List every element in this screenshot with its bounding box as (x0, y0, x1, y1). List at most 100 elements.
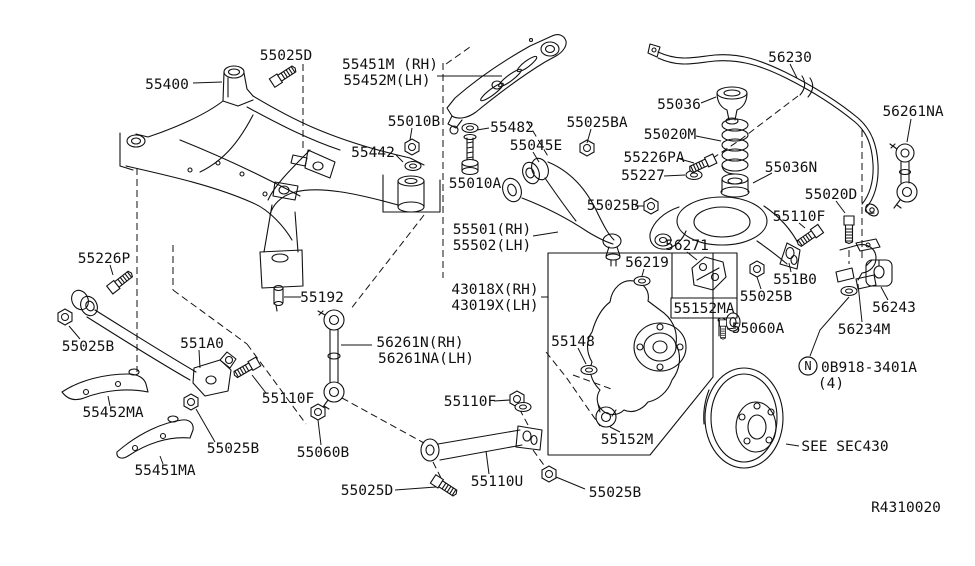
part-label-55482: 55482 (490, 120, 534, 136)
coil-spring-art (721, 118, 749, 175)
leader-line-55020d (835, 200, 846, 214)
leader-line-56271 (686, 251, 698, 261)
leader-line-55400 (192, 81, 223, 84)
part-label-551b0: 551B0 (773, 272, 817, 288)
part-label-55452m: 55452M(LH) (343, 73, 430, 89)
part-label-56243: 56243 (872, 300, 916, 316)
part-label-55060b: 55060B (297, 445, 350, 461)
leader-line-55227 (663, 174, 686, 177)
part-label-55226pa: 55226PA (623, 150, 684, 166)
leader-line-56219 (641, 268, 645, 277)
part-label-55025b-r: 55025B (740, 289, 793, 305)
stay-bracket-56271-art (691, 256, 727, 291)
part-label-55025b-bl: 55025B (207, 441, 260, 457)
part-label-55025ba: 55025BA (566, 115, 627, 131)
part-label-43019x: 43019X(LH) (451, 298, 538, 314)
leader-line-55060b (317, 419, 322, 446)
ball-stud-art (605, 246, 621, 267)
leader-line-55452ma (107, 395, 111, 407)
subframe-mount-bushing-art (397, 175, 425, 213)
bushing-56243-art (865, 259, 893, 287)
radius-rod-art (420, 425, 543, 462)
part-label-55025b-ua: 55025B (587, 198, 640, 214)
leader-line-55025b-r (756, 276, 762, 290)
leader-line-55036n (752, 172, 773, 184)
leader-line-551a0 (198, 349, 201, 369)
pin-55192-art (273, 284, 284, 312)
leader-line-56243 (880, 286, 889, 301)
washer-icon (404, 160, 422, 172)
bolt-icon (843, 215, 855, 245)
leader-line-55025b-l (68, 325, 81, 340)
leader-line-55148 (577, 347, 587, 365)
leader-line-551b0 (788, 262, 792, 273)
leader-line-55110f-l (251, 374, 267, 394)
circled-letter: N (804, 359, 811, 373)
leader-line-0b918 (809, 296, 850, 357)
part-label-55010a: 55010A (449, 176, 502, 192)
part-label-43018x: 43018X(RH) (451, 282, 538, 298)
bolt-55010a-art (461, 133, 479, 176)
leader-line-see-sec430 (785, 443, 800, 447)
washer-icon (840, 285, 858, 297)
leader-line-56230 (789, 63, 798, 79)
part-label-55110f-r: 55110F (773, 209, 825, 225)
part-label-55502: 55502(LH) (453, 238, 532, 254)
leader-line-55110u (485, 450, 490, 475)
part-label-55036n: 55036N (765, 160, 817, 176)
leader-line-55482 (476, 127, 490, 131)
part-label-55020d: 55020D (805, 187, 857, 203)
gusset-55451ma-art (116, 415, 194, 459)
leader-line-55110f-b (493, 399, 511, 402)
lateral-rod-art (71, 289, 197, 381)
subframe-art (119, 65, 441, 289)
leader-line-55045e (532, 151, 540, 163)
top-bracket-art (446, 34, 567, 135)
callout-boxes (547, 252, 738, 456)
leader-line-55060a (726, 327, 737, 330)
part-label-55110f-b: 55110F (444, 394, 496, 410)
bolt-icon (719, 319, 727, 340)
leader-line-55451ma (159, 455, 164, 465)
nut-icon (183, 393, 199, 411)
leader-line-56234m (857, 283, 863, 323)
leader-line-55226pa (679, 158, 695, 164)
part-label-55152m: 55152M (601, 432, 654, 448)
part-label-55501: 55501(RH) (453, 222, 532, 238)
part-label-55227: 55227 (621, 168, 665, 184)
knuckle-art (586, 280, 687, 428)
part-label-55148: 55148 (551, 334, 595, 350)
part-label-55442: 55442 (351, 145, 395, 161)
leader-line-56261na-top (906, 118, 912, 143)
part-label-56261na-top: 56261NA (882, 104, 943, 120)
bracket-56234m-art (835, 238, 881, 290)
part-label-55036: 55036 (657, 97, 701, 113)
part-label-56219: 56219 (625, 255, 669, 271)
leader-line-55226p (109, 264, 114, 276)
leader-line-55110f-r (798, 222, 806, 229)
circled-letter-icon (798, 356, 818, 376)
spring-seat-art (720, 173, 750, 198)
leader-line-55020m (695, 135, 722, 142)
part-label-56261na-l: 56261NA(LH) (378, 351, 474, 367)
leader-line-55025ba (586, 128, 592, 144)
part-label-55010b: 55010B (388, 114, 441, 130)
washer-icon (580, 364, 598, 376)
leader-line-55502 (532, 231, 559, 237)
leader-line-55025b-bc (555, 476, 586, 490)
part-label-55020m: 55020M (644, 127, 697, 143)
part-label-55025b-bc: 55025B (589, 485, 642, 501)
part-label-qty4: (4) (818, 376, 844, 392)
washer-icon (633, 275, 651, 287)
nut-icon (541, 465, 557, 483)
leader-line-55152m (609, 426, 621, 433)
part-label-56230: 56230 (768, 50, 812, 66)
nut-icon (404, 138, 420, 156)
part-label-55060a: 55060A (732, 321, 785, 337)
leader-line-55025d-b (394, 486, 437, 491)
part-label-55025d-b: 55025D (341, 483, 393, 499)
